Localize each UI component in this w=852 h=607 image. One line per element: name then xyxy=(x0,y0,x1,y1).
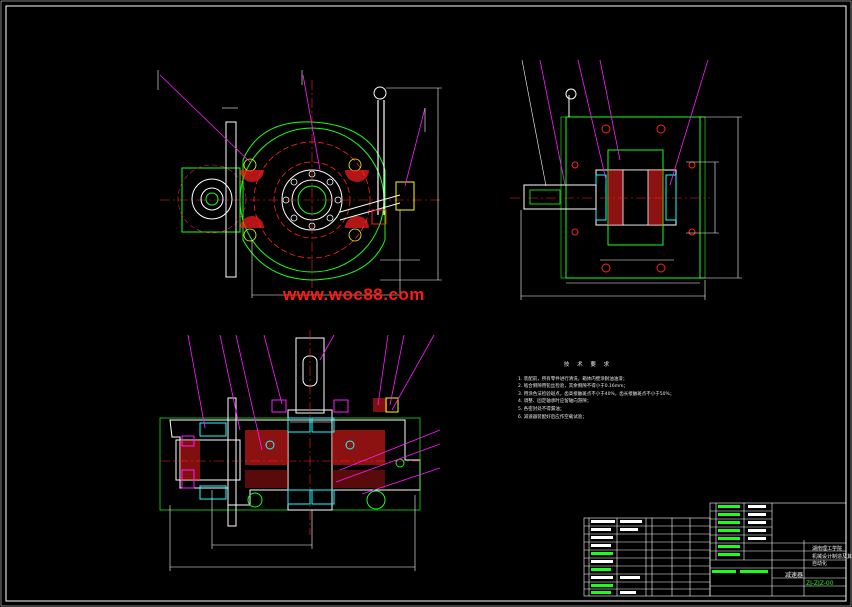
tech-req-item: 3. 用涂色法检验斑点，齿高接触斑点不小于40%，齿长接触斑点不小于50%； xyxy=(518,391,675,397)
tech-req-item: 1. 装配前，所有零件进行清洗，箱体内壁涂耐油油漆； xyxy=(518,376,628,382)
drawing-border xyxy=(5,5,847,602)
side-view xyxy=(510,59,742,300)
title-block-drawing-name: 减速器 xyxy=(785,572,804,579)
title-block-entries xyxy=(712,505,768,573)
tech-req-item: 5. 各密封处不得漏油； xyxy=(518,406,565,412)
parts-list-entries xyxy=(591,520,642,594)
watermark-text: www.woc88.com xyxy=(283,285,425,304)
title-block-drawing-number: ZJ-ZJZ-00 xyxy=(806,580,834,587)
technical-requirements: 技 术 要 求 1. 装配前，所有零件进行清洗，箱体内壁涂耐油油漆； 2. 啮合… xyxy=(518,362,698,421)
tech-req-item: 6. 减速器装配好后应作空载试验； xyxy=(518,414,587,420)
tech-req-item: 2. 啮合侧隙用铅丝检验，其余侧隙不得小于0.16mm； xyxy=(518,384,629,390)
title-block xyxy=(709,502,847,597)
title-block-company: 机械设计制造及其自动化 xyxy=(812,554,852,567)
section-view xyxy=(159,330,441,571)
tech-req-item: 4. 调整、固定轴承时应留轴向游隙； xyxy=(518,399,592,405)
title-block-school: 湖南理工学院 xyxy=(812,546,843,552)
technical-requirements-title: 技 术 要 求 xyxy=(563,362,613,368)
front-view xyxy=(157,70,442,300)
